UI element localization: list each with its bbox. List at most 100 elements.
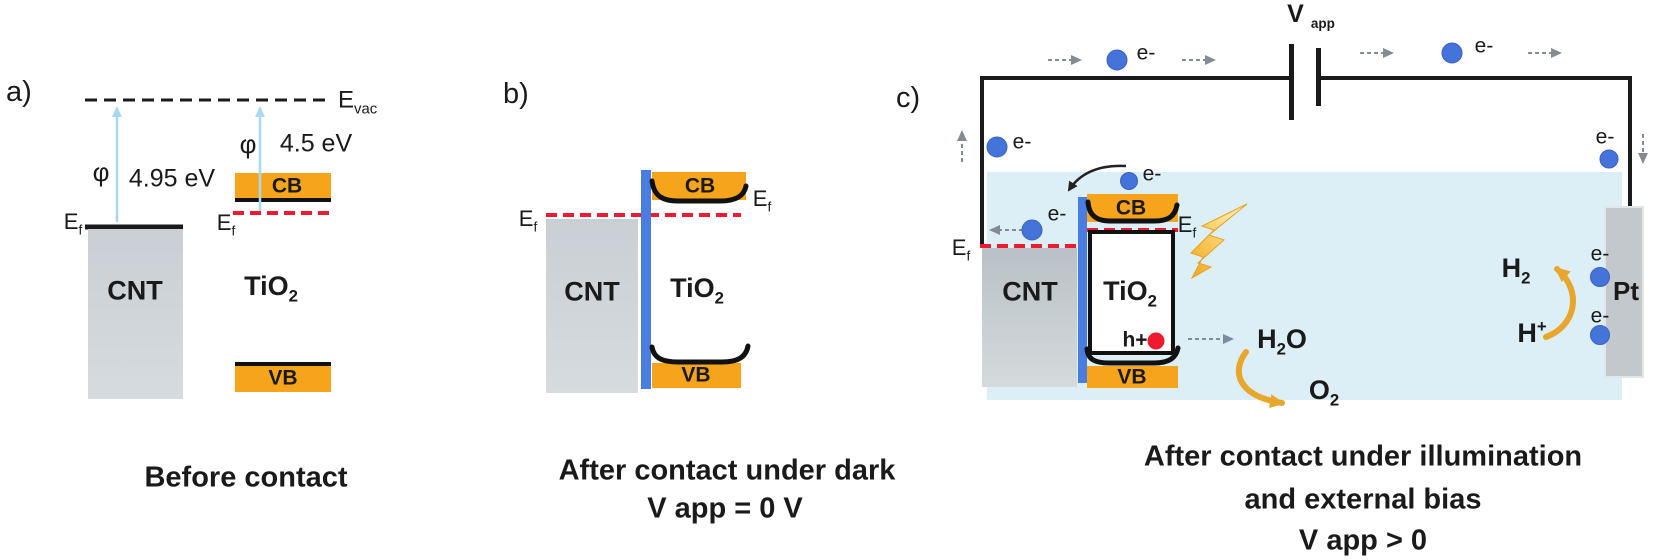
light-bolt-icon [1190,203,1248,280]
hplus-sup: + [1536,317,1547,336]
cnt-label-a: CNT [107,275,163,306]
phi-tio2-label: φ [239,129,257,159]
ef-base: E [951,234,967,260]
tio2-sub: 2 [1147,291,1157,311]
h2o-label: H2O [1257,323,1307,359]
pt-label: Pt [1613,276,1639,306]
panel-a-caption: Before contact [144,461,348,494]
tio2-label-c: TiO2 [1103,275,1157,311]
h2o-h: H [1257,323,1277,354]
cb-box-c [1087,194,1178,222]
tio2-sub: 2 [714,288,724,308]
vb-box-b [652,363,741,388]
h2o-sub: 2 [1276,339,1286,359]
ef-label-tio2-a: Ef [216,209,236,239]
o2-label: O2 [1308,374,1340,410]
ef-sub: f [966,248,971,264]
ef-base: E [518,205,534,231]
vb-box-c [1087,366,1178,388]
electron-label: e- [1142,162,1162,186]
panel-b-caption-line1: After contact under dark [558,454,896,487]
panel-c-caption-line3: V app > 0 [1298,524,1428,557]
tio2-box-c [1088,230,1175,355]
phi-cnt-label: φ [92,157,110,187]
cnt-box-c [982,248,1077,387]
ef-sub: f [78,222,83,238]
o2-sub: 2 [1329,390,1340,410]
vb-box-a [235,366,331,392]
electron-label: e- [1595,125,1615,149]
pt-electrode [1604,206,1644,378]
vb-band-bending-c [1084,345,1181,366]
h2-base: H [1501,252,1522,283]
panel-b-caption-line2: V app = 0 V [647,492,803,525]
electron-dot [1106,49,1128,71]
ef-sub: f [231,223,236,239]
cb-label-a: CB [271,174,303,198]
electron-dot [986,136,1008,158]
panel-c-caption-line2: and external bias [1244,483,1482,516]
electron-label: e- [1012,130,1032,154]
hydrogen-evolution-arrow [1543,266,1576,340]
tio2-sub: 2 [288,286,298,306]
cnt-work-function-value: 4.95 eV [128,164,216,193]
battery-plate-long [1289,44,1294,120]
ef-label-right-b: Ef [752,185,772,215]
cb-band-bending-c [1085,199,1180,224]
cnt-box-b [546,219,638,393]
cb-box-a [235,173,331,198]
vapp-sub: app [1310,15,1335,31]
vb-label-b: VB [681,363,711,387]
electron-label: e- [1590,304,1610,328]
ef-sub: f [767,199,772,215]
h2-sub: 2 [1521,268,1531,288]
ef-label-cnt-a: Ef [63,208,83,238]
ef-base: E [63,208,79,234]
cnt-label-b: CNT [564,276,620,307]
hole-dot [1147,332,1165,350]
vapp-label: V app [1287,0,1335,31]
vb-label-c: VB [1117,365,1147,389]
h2-label: H2 [1501,252,1531,288]
o2-base: O [1308,374,1330,405]
h2o-o: O [1285,323,1307,354]
cnt-label-c: CNT [1002,276,1058,307]
cb-box-b [652,172,746,200]
electron-injection-arrow [1067,164,1127,192]
electron-dot [1441,42,1463,64]
tio2-work-function-value: 4.5 eV [279,129,353,158]
evac-sub: vac [354,101,378,118]
cb-label-b: CB [684,174,716,198]
panel-c-tag: c) [896,82,921,114]
hplus-base: H [1517,318,1537,348]
water-oxidation-arrow [1235,349,1285,409]
ef-label-cnt-c: Ef [951,234,971,264]
tio2-label-a: TiO2 [244,270,298,306]
ef-label-left-b: Ef [518,205,538,235]
tio2-label-b: TiO2 [670,272,724,308]
electron-label: e- [1474,34,1494,58]
ef-base: E [1177,211,1193,237]
vapp-base: V [1287,0,1304,28]
interface-bar-c [1078,197,1087,383]
ef-sub: f [533,219,538,235]
interface-bar-b [641,170,651,389]
electron-dot [1590,325,1610,345]
ef-label-tio2-c: Ef [1177,211,1197,241]
ef-base: E [752,185,768,211]
electron-dot [1590,267,1610,287]
tio2-base: TiO [1103,275,1148,306]
cb-label-c: CB [1115,196,1147,220]
ef-base: E [216,209,232,235]
electron-dot [1120,172,1138,190]
cnt-box-a [88,229,183,399]
electron-label: e- [1590,242,1610,266]
tio2-base: TiO [670,272,715,303]
ef-sub: f [1192,225,1197,241]
panel-b-tag: b) [503,78,529,110]
electron-dot [1021,219,1043,241]
vb-band-bending-b [649,343,751,365]
panel-c-caption-line1: After contact under illumination [1143,440,1583,473]
tio2-base: TiO [244,270,289,301]
